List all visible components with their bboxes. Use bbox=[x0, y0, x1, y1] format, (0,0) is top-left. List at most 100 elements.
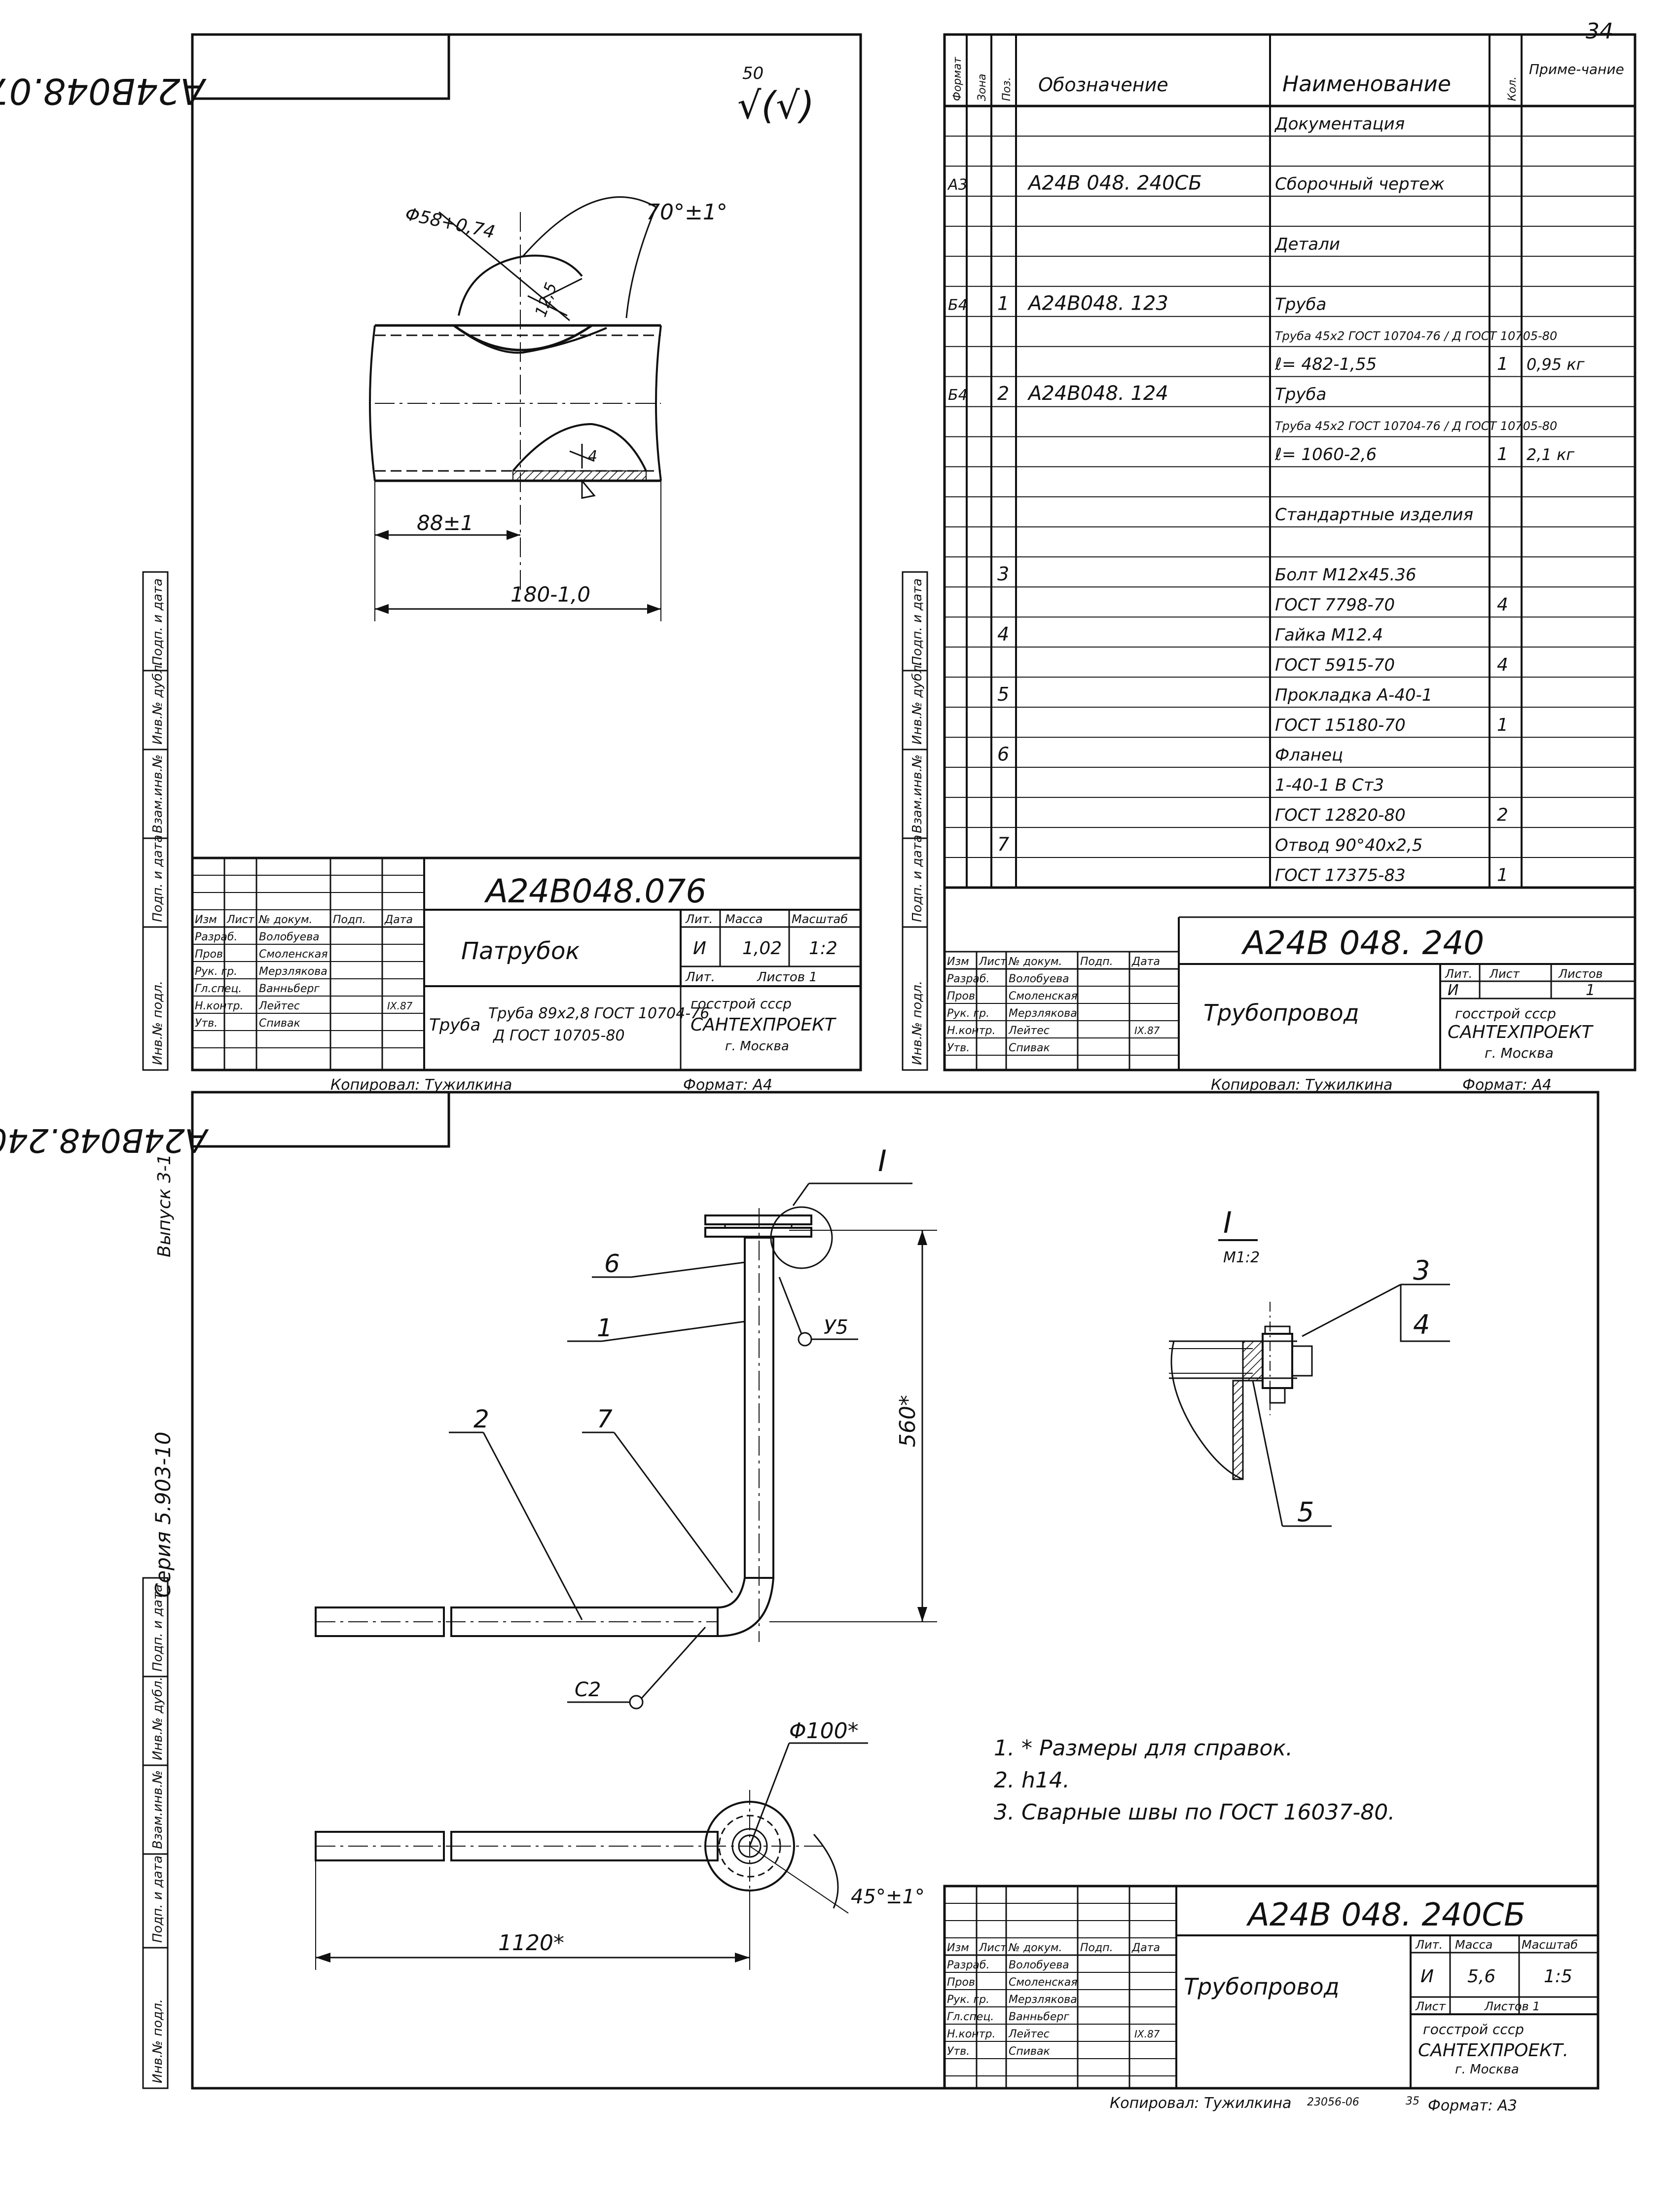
spec-cell-poz: 5 bbox=[997, 683, 1009, 705]
dim-depth: 12,5 bbox=[531, 280, 561, 320]
note-3: 3. Сварные швы по ГОСТ 16037-80. bbox=[994, 1800, 1395, 1825]
spec-cell-kol: 1 bbox=[1497, 715, 1508, 735]
callout-7: 7 bbox=[597, 1405, 613, 1433]
tb-org: г. Москва bbox=[1455, 2062, 1519, 2077]
tb-header: Дата bbox=[1131, 1942, 1160, 1954]
spec-cell-kol: 1 bbox=[1497, 444, 1508, 464]
patrubok-drawing bbox=[369, 196, 662, 621]
tb-person: Смоленская bbox=[259, 948, 328, 961]
sheet-076-mirror-code: А24В048.076 bbox=[0, 71, 207, 112]
spec-cell-name: Сборочный чертеж bbox=[1275, 174, 1445, 194]
tb-scale: 1:2 bbox=[809, 938, 837, 959]
tb-person: Лейтес bbox=[1008, 1025, 1050, 1037]
weld-mark-c2: С2 bbox=[575, 1678, 601, 1701]
tb-header: Масштаб bbox=[1522, 1938, 1578, 1952]
spec-cell-name: Отвод 90°40х2,5 bbox=[1275, 836, 1422, 856]
format-label: Формат: А4 bbox=[1462, 1076, 1552, 1094]
note-2: 2. h14. bbox=[994, 1768, 1070, 1793]
spec-header-name: Наименование bbox=[1282, 71, 1451, 97]
bottom-number-right: 35 bbox=[1406, 2095, 1419, 2107]
sheet-076-side-strip: Инв.№ подл. Подп. и дата Взам.инв.№ Инв.… bbox=[142, 571, 169, 1071]
view-label-detail: I bbox=[1223, 1206, 1232, 1240]
sheet-240cb-mirror-box bbox=[191, 1091, 450, 1148]
tb-date: IХ.87 bbox=[387, 1000, 413, 1012]
side-label: Подп. и дата bbox=[150, 835, 165, 922]
tb-person: Волобуева bbox=[1009, 1959, 1069, 1971]
tb-header: Подп. bbox=[1080, 956, 1113, 968]
tb-org: госстрой ссср bbox=[691, 996, 792, 1012]
tb076-code: А24В048.076 bbox=[484, 872, 706, 910]
tb-header: Лист bbox=[979, 956, 1007, 968]
sheet-240cb-title-block: А24В 048. 240СБ Трубопровод Изм Лист № д… bbox=[943, 1885, 1599, 2090]
series-label: Серия 5.903-10 bbox=[151, 1431, 175, 1598]
tb-date: IХ.87 bbox=[1134, 1025, 1160, 1036]
tb-person: Спивак bbox=[259, 1017, 300, 1030]
dim-len-88: 88±1 bbox=[417, 511, 473, 535]
tb-role: Утв. bbox=[947, 2045, 970, 2058]
tb-org: госстрой ссср bbox=[1455, 1005, 1556, 1022]
spec-cell-poz: 3 bbox=[997, 563, 1009, 585]
side-label: Взам.инв.№ bbox=[150, 1770, 165, 1849]
spec-cell-format: Б4 bbox=[948, 296, 968, 314]
callout-2: 2 bbox=[473, 1405, 489, 1433]
sheet-240cb-side-strip bbox=[142, 1577, 169, 2089]
tb-header: Масса bbox=[725, 912, 763, 926]
tb-header: Лист bbox=[1489, 967, 1520, 981]
sheet-240cb-mirror-code: А24В048.240СБ bbox=[0, 1121, 209, 1159]
callout-3: 3 bbox=[1413, 1255, 1430, 1286]
spec-cell-name: ГОСТ 7798-70 bbox=[1275, 595, 1395, 615]
callout-5: 5 bbox=[1297, 1497, 1314, 1528]
page-number: 34 bbox=[1586, 19, 1613, 44]
tb-role: Н.контр. bbox=[947, 2028, 995, 2040]
tb-role: Рук. гр. bbox=[947, 1007, 989, 1020]
spec-cell-poz: 2 bbox=[997, 383, 1009, 404]
tb-person: Мерзлякова bbox=[1009, 1994, 1077, 2006]
spec-table bbox=[945, 35, 1635, 888]
tb076-material-word: Труба bbox=[429, 1015, 480, 1035]
tb-role: Рук. гр. bbox=[195, 965, 237, 978]
tb-scale: 1:5 bbox=[1544, 1966, 1572, 1987]
tb-role: Гл.спец. bbox=[947, 2011, 994, 2023]
dim-1120: 1120* bbox=[498, 1930, 564, 1956]
spec-header-oboz: Обозначение bbox=[1038, 74, 1168, 96]
weld-mark-u5: У5 bbox=[824, 1316, 848, 1339]
tb-header: Дата bbox=[1131, 956, 1160, 968]
spec-cell-name: Труба bbox=[1275, 294, 1326, 314]
tb-lit: И bbox=[693, 938, 706, 959]
tb-header: Листов bbox=[1558, 967, 1603, 981]
spec-cell-name: Труба bbox=[1275, 385, 1326, 404]
tb-header: Лит. bbox=[685, 912, 713, 926]
detail-view-i bbox=[1169, 1239, 1450, 1527]
spec-cell-name: Прокладка А-40-1 bbox=[1275, 685, 1432, 705]
tb-header: Изм bbox=[195, 914, 217, 926]
dim-len-180: 180-1,0 bbox=[510, 582, 590, 607]
sheet-240cb: А24В048.240СБ Серия 5.903-10 Выпуск 3-1 … bbox=[0, 1091, 1599, 2114]
tb-person: Лейтес bbox=[1008, 2028, 1050, 2040]
tb-role: Разраб. bbox=[195, 931, 237, 943]
dim-a45: 45°±1° bbox=[851, 1886, 925, 1908]
spec-cell-prim: 2,1 кг bbox=[1527, 445, 1574, 464]
assembly-front-view bbox=[315, 1182, 937, 1710]
spec-cell-kol: 1 bbox=[1497, 865, 1508, 886]
callout-1: 1 bbox=[597, 1314, 613, 1342]
spec-cell-name: ГОСТ 15180-70 bbox=[1275, 715, 1406, 735]
callout-6: 6 bbox=[604, 1249, 620, 1278]
spec-cell-name: Документация bbox=[1274, 114, 1405, 134]
spec-cell-name: 1-40-1 В Ст3 bbox=[1275, 776, 1384, 795]
spec-cell-name: Болт М12х45.36 bbox=[1275, 565, 1417, 585]
tb-date: IХ.87 bbox=[1134, 2028, 1160, 2040]
side-label: Инв.№ подл. bbox=[150, 1999, 165, 2083]
spec-cell-name: ГОСТ 17375-83 bbox=[1275, 866, 1406, 886]
sheet-240-title-block: А24В 048. 240 Трубопровод Изм Лист № док… bbox=[945, 886, 1635, 1070]
sheet-240-frame bbox=[943, 33, 1636, 1071]
spec-header-zona: Зона bbox=[976, 74, 988, 101]
tb-header: Лит. bbox=[1415, 1938, 1443, 1952]
sheet-076-title-block: А24В048.076 Патрубок Изм Лист № докум. П… bbox=[191, 856, 862, 1071]
spec-cell-name: Труба 45х2 ГОСТ 10704-76 / Д ГОСТ 10705-… bbox=[1275, 329, 1557, 343]
tb-role: Н.контр. bbox=[947, 1025, 995, 1037]
spec-cell-name: Фланец bbox=[1275, 746, 1343, 765]
tb-header: Лит. bbox=[685, 970, 715, 985]
spec-cell-name: ℓ= 1060-2,6 bbox=[1274, 445, 1377, 464]
tb-role: Пров. bbox=[947, 1976, 979, 1989]
